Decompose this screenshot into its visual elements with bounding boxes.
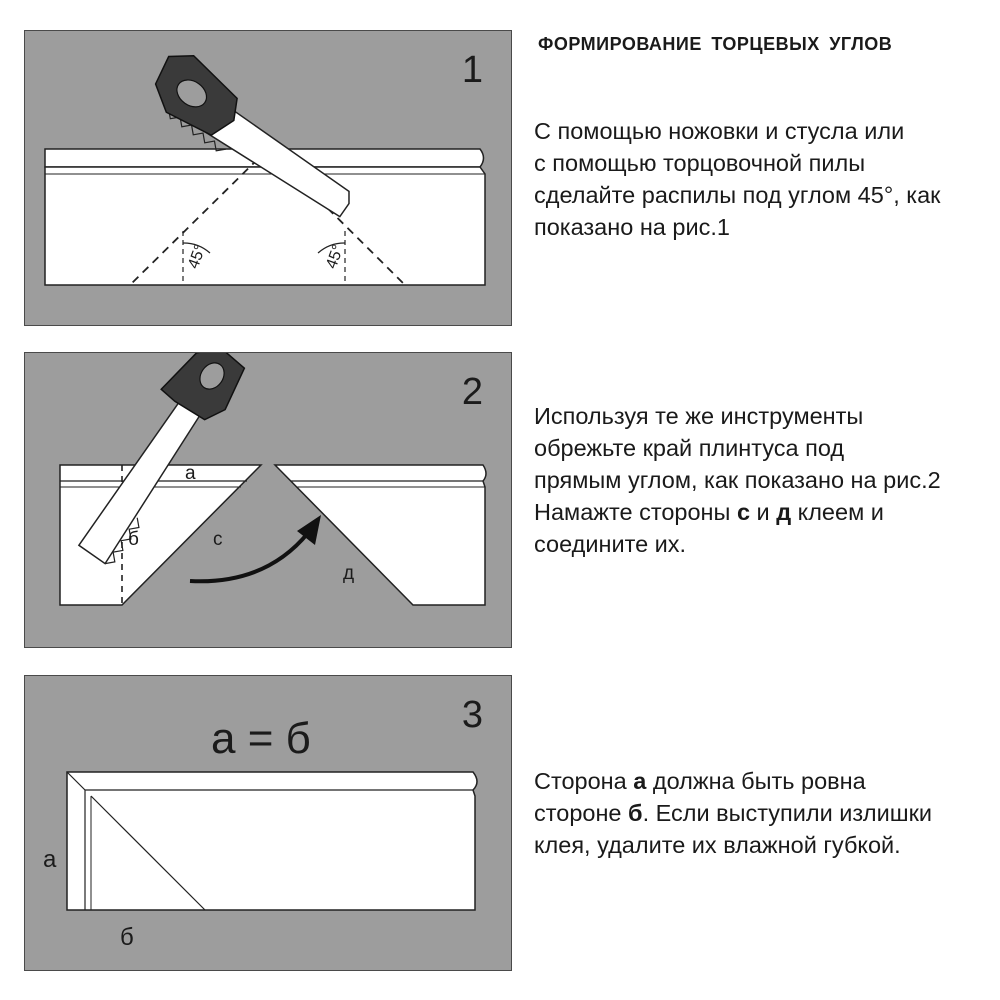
step-1-line: сделайте распилы под углом 45°, как <box>534 182 941 208</box>
corner-miter-line <box>66 771 86 791</box>
side-d-ref: д <box>776 499 792 525</box>
angle-arc-left <box>182 242 211 254</box>
step-2-line: Используя те же инструменты <box>534 403 864 429</box>
baseboard-body <box>44 166 486 286</box>
page-title: ФОРМИРОВАНИЕ ТОРЦЕВЫХ УГЛОВ <box>538 34 893 54</box>
side-b-ref: б <box>628 800 643 826</box>
label-d: д <box>343 563 355 584</box>
step-2-text: Используя те же инструменты обрежьте кра… <box>534 400 984 560</box>
diagram-panel-3: 3 а = б а б <box>24 675 512 971</box>
diagram-panel-2: 2 а б с д <box>24 352 512 648</box>
side-b-label: б <box>120 924 134 951</box>
angle-arc-right <box>317 242 346 254</box>
miter-cut-diagram: 45° 45° <box>44 54 486 286</box>
step-3-text-post: должна быть ровна <box>646 768 866 794</box>
handsaw-icon <box>77 353 246 565</box>
panel-number: 2 <box>461 371 483 413</box>
cut-line-left <box>129 148 269 286</box>
step-1-line: С помощью ножовки и стусла или <box>534 118 905 144</box>
side-a-ref: а <box>633 768 647 794</box>
step-1-text: С помощью ножовки и стусла или с помощью… <box>534 115 984 243</box>
step-2-text-post: клеем и <box>791 499 884 525</box>
step-3-line: Сторона а должна быть ровна <box>534 765 984 797</box>
step-3-text-pre: стороне <box>534 800 629 826</box>
step-3-line: стороне б. Если выступили излишки <box>534 797 984 829</box>
label-c: с <box>213 529 223 550</box>
step-3-text: Сторона а должна быть ровна стороне б. Е… <box>534 765 984 861</box>
right-board-piece <box>273 464 487 606</box>
arrow-head-icon <box>297 515 321 545</box>
step-3-line: клея, удалите их влажной губкой. <box>534 832 901 858</box>
step-3-text-post: . Если выступили излишки <box>642 800 933 826</box>
square-trim-diagram <box>59 353 487 606</box>
step-2-line: обрежьте край плинтуса под <box>534 435 845 461</box>
equation: а = б <box>211 714 311 763</box>
step-2-line: соедините их. <box>534 531 687 557</box>
step-2-text-mid: и <box>750 499 777 525</box>
step-2-text-pre: Намажте стороны <box>534 499 737 525</box>
panel-number: 1 <box>461 49 483 91</box>
step-1-line: показано на рис.1 <box>534 214 730 240</box>
joined-corner-diagram <box>66 771 478 911</box>
step-3-text-pre: Сторона <box>534 768 634 794</box>
step-2-line: прямым углом, как показано на рис.2 <box>534 467 941 493</box>
join-arrow-icon <box>189 531 310 584</box>
joined-board <box>66 771 478 911</box>
step-2-line: Намажте стороны с и д клеем и <box>534 496 984 528</box>
step-1-line: с помощью торцовочной пилы <box>534 150 866 176</box>
label-b: б <box>128 529 139 550</box>
corner-joint-line <box>90 795 206 911</box>
diagram-panel-1: 45° 45° 1 <box>24 30 512 326</box>
label-a: а <box>185 463 196 484</box>
panel-number: 3 <box>461 694 483 736</box>
handsaw-icon <box>154 54 350 218</box>
side-c-ref: с <box>736 499 751 525</box>
side-a-label: а <box>43 846 57 873</box>
